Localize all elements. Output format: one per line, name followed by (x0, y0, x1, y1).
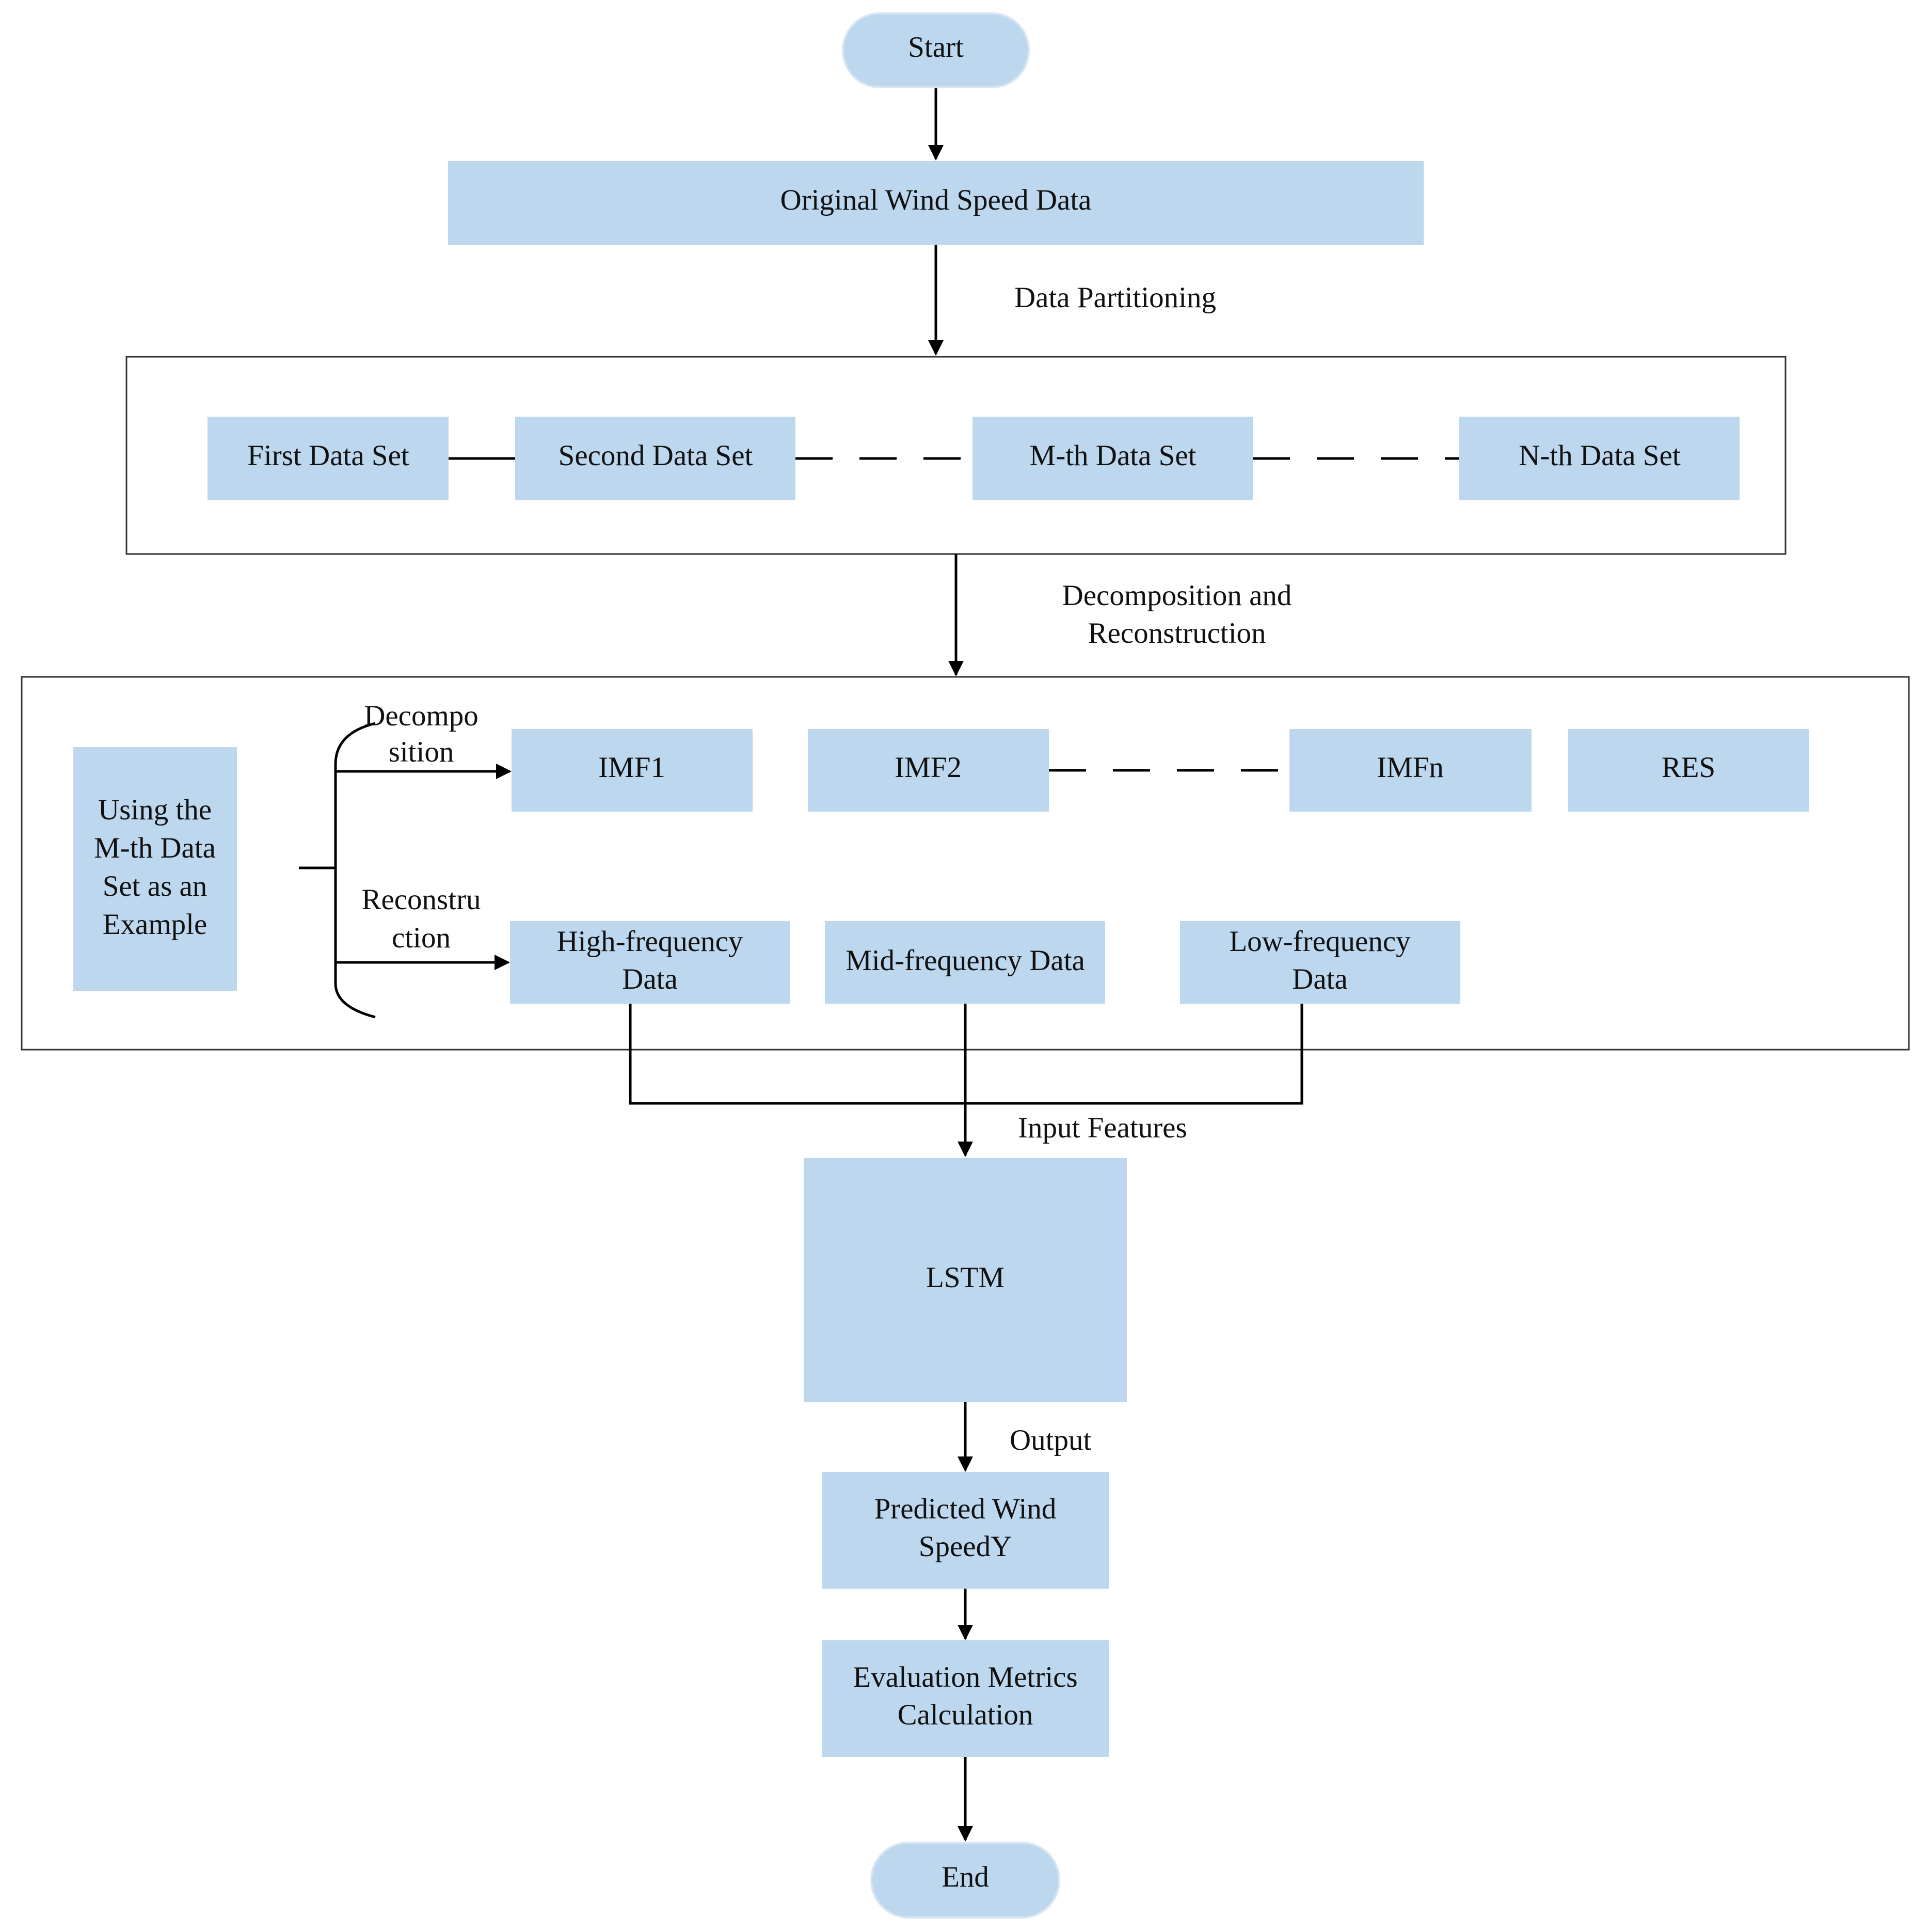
example-label-line3: Set as an (103, 870, 208, 902)
imf2-label: IMF2 (895, 751, 962, 784)
original-data-box (448, 161, 1424, 245)
imfn-node: IMFn (1289, 729, 1532, 812)
low-frequency-box (1180, 921, 1460, 1004)
example-label-line2: M-th Data (94, 832, 216, 864)
example-box (73, 747, 237, 991)
decomp-recon-label-line2: Reconstruction (1088, 617, 1266, 650)
lstm-label: LSTM (926, 1261, 1005, 1294)
predicted-label-line1: Predicted Wind (874, 1493, 1057, 1525)
high-frequency-label-line2: Data (622, 963, 678, 995)
res-box (1568, 729, 1809, 812)
start-shape (842, 12, 1030, 88)
imfn-label: IMFn (1377, 751, 1444, 784)
evaluation-node: Evaluation Metrics Calculation (822, 1640, 1109, 1757)
mid-frequency-box (825, 921, 1105, 1004)
curly-bracket (334, 722, 376, 1019)
original-data-label: Original Wind Speed Data (780, 184, 1092, 216)
evaluation-box (822, 1640, 1109, 1757)
end-terminal: End (870, 1842, 1060, 1919)
reconstruction-label-line2: ction (392, 922, 451, 954)
mid-frequency-node: Mid-frequency Data (825, 921, 1105, 1004)
reconstruction-label-line1: Reconstru (361, 883, 481, 916)
end-shape (870, 1842, 1060, 1919)
imf1-label: IMF1 (598, 751, 665, 784)
example-node: Using the M-th Data Set as an Example (73, 747, 237, 991)
end-label: End (942, 1861, 989, 1893)
imf1-node: IMF1 (512, 729, 753, 812)
evaluation-label-line1: Evaluation Metrics (853, 1661, 1077, 1693)
lstm-box (804, 1158, 1127, 1402)
dataset-first-label: First Data Set (247, 439, 409, 472)
imf2-node: IMF2 (808, 729, 1049, 812)
lstm-node: LSTM (804, 1158, 1127, 1402)
high-frequency-label-line1: High-frequency (557, 925, 743, 958)
imfn-box (1289, 729, 1532, 812)
imf2-box (808, 729, 1049, 812)
low-frequency-node: Low-frequency Data (1180, 921, 1460, 1004)
dataset-nth: N-th Data Set (1459, 417, 1740, 500)
dataset-first-box (208, 417, 449, 500)
dataset-mth-box (973, 417, 1253, 500)
predicted-node: Predicted Wind SpeedY (822, 1472, 1109, 1589)
high-frequency-box (510, 921, 790, 1004)
example-label-line1: Using the (98, 794, 212, 826)
dataset-nth-box (1459, 417, 1740, 500)
dataset-mth-label: M-th Data Set (1030, 439, 1197, 472)
input-features-label: Input Features (1018, 1112, 1187, 1144)
high-frequency-node: High-frequency Data (510, 921, 790, 1004)
decomposition-label-line2: sition (389, 736, 454, 768)
predicted-label-line2: SpeedY (919, 1530, 1012, 1563)
data-partitioning-label: Data Partitioning (1014, 281, 1216, 314)
dataset-second-box (515, 417, 795, 500)
predicted-box (822, 1472, 1109, 1589)
dataset-second-label: Second Data Set (559, 439, 753, 472)
dataset-first: First Data Set (208, 417, 449, 500)
res-node: RES (1568, 729, 1809, 812)
low-frequency-label-line1: Low-frequency (1229, 925, 1411, 958)
start-terminal: Start (842, 12, 1030, 88)
decomp-recon-label-line1: Decomposition and (1062, 579, 1292, 612)
example-label-line4: Example (103, 908, 208, 941)
evaluation-label-line2: Calculation (898, 1699, 1033, 1731)
original-data-node: Original Wind Speed Data (448, 161, 1424, 245)
dataset-second: Second Data Set (515, 417, 795, 500)
mid-frequency-label: Mid-frequency Data (846, 944, 1085, 977)
low-frequency-label-line2: Data (1292, 963, 1348, 995)
dataset-mth: M-th Data Set (973, 417, 1253, 500)
decomposition-label-line1: Decompo (364, 700, 479, 732)
start-label: Start (908, 31, 964, 64)
res-label: RES (1662, 751, 1716, 784)
imf1-box (512, 729, 753, 812)
output-label: Output (1010, 1424, 1092, 1456)
dataset-nth-label: N-th Data Set (1519, 439, 1681, 472)
